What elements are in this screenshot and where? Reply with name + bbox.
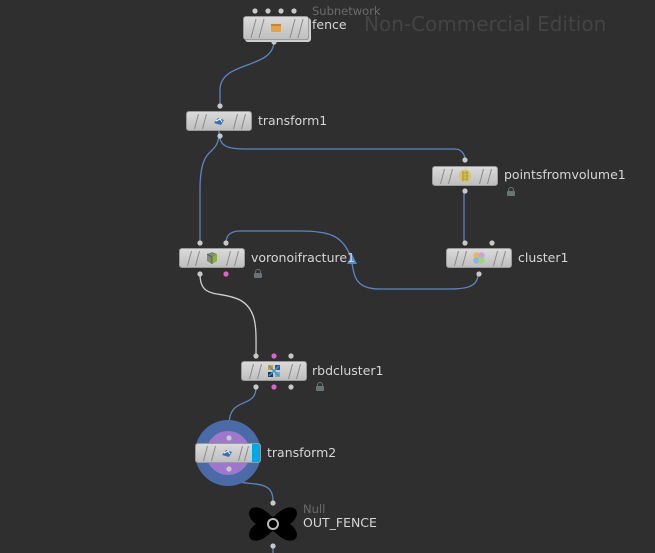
- out-fence-input-port[interactable]: [270, 500, 276, 506]
- display-flag-toggle[interactable]: [252, 444, 260, 462]
- node-stripe: [258, 19, 265, 38]
- transform-icon: [221, 450, 232, 457]
- rbdcluster1-output-port-1[interactable]: [253, 384, 259, 390]
- node-name-transform2[interactable]: transform2: [267, 445, 337, 460]
- voronoifracture1-input-port-1[interactable]: [197, 240, 203, 246]
- points-from-volume-icon: [459, 169, 471, 183]
- node-stripe: [237, 446, 244, 461]
- node-stripe: [439, 169, 446, 184]
- lock-icon: [316, 382, 324, 391]
- fence-input-port-2[interactable]: [265, 8, 271, 14]
- watermark: Non-Commercial Edition: [364, 12, 607, 36]
- node-stripe: [289, 19, 296, 38]
- node-stripe: [201, 114, 208, 129]
- node-name-rbdcluster1[interactable]: rbdcluster1: [312, 363, 384, 378]
- node-stripe: [243, 446, 250, 461]
- node-stripe: [453, 251, 460, 266]
- node-stripe: [248, 364, 255, 379]
- node-stripe: [194, 251, 201, 266]
- cluster1-input-port-1[interactable]: [462, 240, 468, 246]
- pointsfromvolume1-input-port[interactable]: [462, 157, 468, 163]
- rbdcluster1-input-port-3[interactable]: [288, 353, 294, 359]
- node-stripe: [210, 446, 217, 461]
- voronoifracture1-output-port-1[interactable]: [197, 271, 203, 277]
- node-stripe: [287, 364, 294, 379]
- node-stripe: [461, 251, 468, 266]
- cluster-icon: [473, 252, 485, 264]
- rbd-cluster-icon: [268, 365, 280, 377]
- null-icon: [267, 518, 279, 530]
- fence-input-port-1[interactable]: [252, 8, 258, 14]
- lock-icon: [507, 187, 515, 196]
- rbdcluster1-input-port-2[interactable]: [271, 353, 277, 359]
- transform2-input-port[interactable]: [226, 435, 232, 441]
- node-stripe: [256, 364, 263, 379]
- node-transform1[interactable]: [186, 111, 252, 131]
- rbdcluster1-input-port-1[interactable]: [253, 353, 259, 359]
- node-stripe: [486, 169, 493, 184]
- transform1-output-port[interactable]: [217, 133, 223, 139]
- pointsfromvolume1-output-port[interactable]: [462, 188, 468, 194]
- transform-icon: [214, 118, 224, 125]
- node-name-pointsfromvolume1[interactable]: pointsfromvolume1: [504, 167, 626, 182]
- node-pointsfromvolume1[interactable]: [432, 166, 498, 186]
- wire-cluster1-voronoifracture1[interactable]: [225, 230, 479, 290]
- cluster1-input-port-2[interactable]: [489, 240, 495, 246]
- node-stripe: [478, 169, 485, 184]
- fence-input-port-3[interactable]: [278, 8, 284, 14]
- node-type-label: Subnetwork: [312, 4, 381, 18]
- wire-direction-marker-icon: [347, 254, 357, 264]
- node-voronoifracture1[interactable]: [179, 248, 245, 268]
- transform1-input-port[interactable]: [217, 103, 223, 109]
- rbdcluster1-output-port-3[interactable]: [288, 384, 294, 390]
- transform2-output-port[interactable]: [226, 466, 232, 472]
- node-stripe: [447, 169, 454, 184]
- node-stripe: [492, 251, 499, 266]
- voronoifracture1-output-port-2[interactable]: [223, 271, 229, 277]
- wire-transform1-pointsfromvolume1[interactable]: [218, 130, 466, 161]
- node-stripe: [295, 364, 302, 379]
- node-name-voronoifracture1[interactable]: voronoifracture1: [251, 250, 356, 265]
- node-stripe: [193, 114, 200, 129]
- node-stripe: [297, 19, 304, 38]
- node-name-out-fence[interactable]: OUT_FENCE: [303, 515, 377, 530]
- node-stripe: [202, 446, 209, 461]
- node-stripe: [186, 251, 193, 266]
- node-stripe: [232, 114, 239, 129]
- node-type-label: Null: [303, 502, 326, 516]
- node-stripe: [240, 114, 247, 129]
- node-stripe: [250, 19, 257, 38]
- wire-fence-transform1[interactable]: [219, 40, 275, 106]
- lock-icon: [254, 269, 262, 278]
- node-stripe: [225, 251, 232, 266]
- node-name-transform1[interactable]: transform1: [258, 113, 328, 128]
- wire-transform1-voronoifracture1[interactable]: [199, 130, 220, 242]
- node-stripe: [500, 251, 507, 266]
- rbdcluster1-output-port-2[interactable]: [271, 384, 277, 390]
- wire-voronoifracture1-rbdcluster1[interactable]: [199, 273, 257, 357]
- subnet-box-icon: [271, 24, 281, 32]
- node-rbdcluster1[interactable]: [241, 361, 307, 381]
- fence-output-port[interactable]: [271, 39, 277, 45]
- node-transform2[interactable]: [195, 443, 261, 463]
- node-name-fence[interactable]: fence: [312, 17, 347, 32]
- fence-input-port-4[interactable]: [291, 8, 297, 14]
- node-name-cluster1[interactable]: cluster1: [518, 250, 569, 265]
- node-fence[interactable]: [243, 16, 309, 40]
- voronoi-fracture-icon: [206, 252, 217, 264]
- cluster1-output-port[interactable]: [476, 271, 482, 277]
- node-cluster1[interactable]: [446, 248, 512, 268]
- node-stripe: [233, 251, 240, 266]
- null-node-shape[interactable]: [249, 507, 297, 541]
- out-fence-output-port[interactable]: [270, 543, 276, 549]
- voronoifracture1-input-port-2[interactable]: [223, 240, 229, 246]
